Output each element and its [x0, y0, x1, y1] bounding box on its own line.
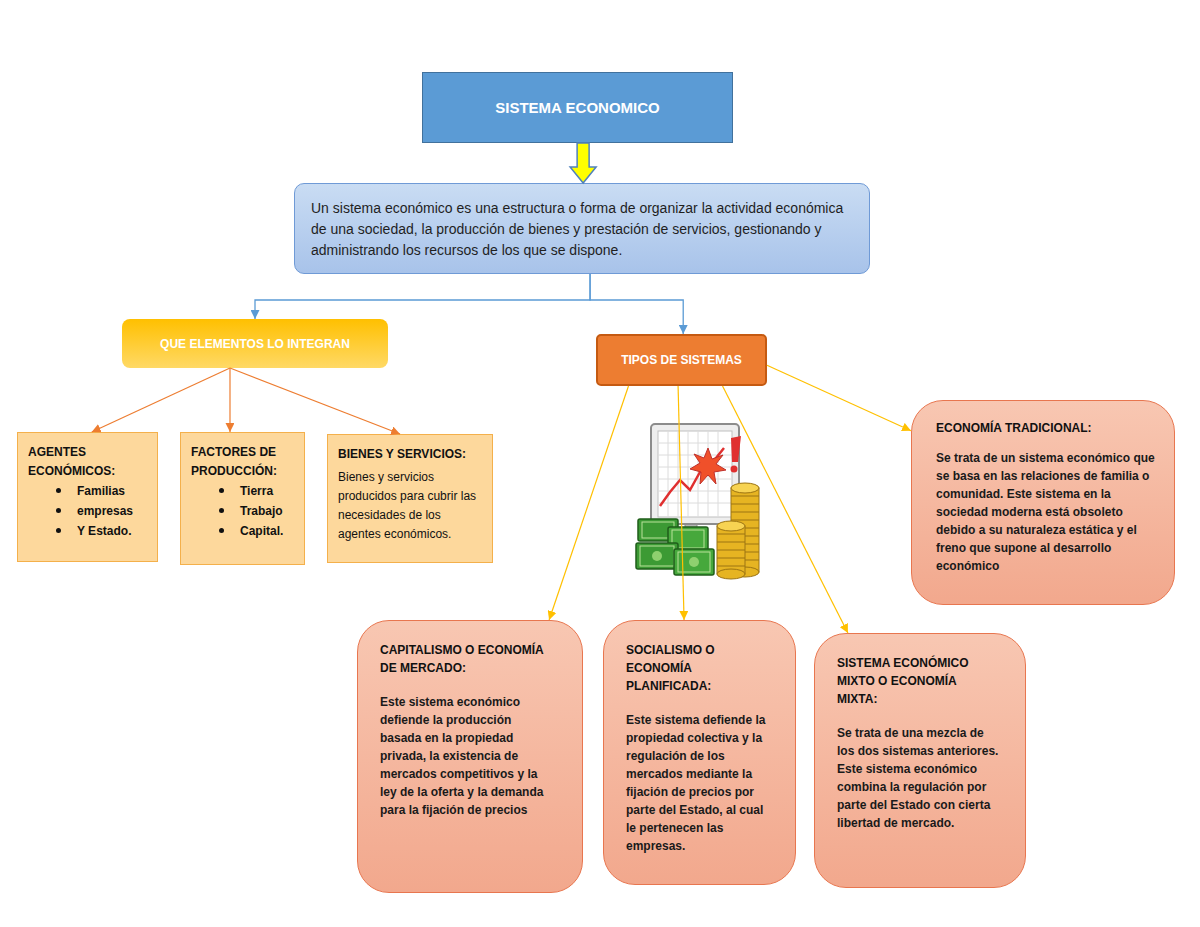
text-row: Capital.: [191, 522, 296, 541]
bill-border: [678, 552, 710, 572]
exclamation-dot: [731, 466, 738, 473]
bullet-item: empresas: [77, 504, 133, 518]
starburst: [690, 448, 726, 484]
text-row: Un sistema económico es una estructura o…: [311, 198, 855, 261]
bullet-dot: [56, 528, 61, 533]
connector-arrow: [549, 386, 628, 620]
bullet-item: Y Estado.: [77, 524, 131, 538]
text-row: SISTEMA ECONÓMICO MIXTO O ECONOMÍA MIXTA…: [837, 654, 999, 708]
bullet-item: Capital.: [240, 524, 283, 538]
node-body: Bienes y servicios producidos para cubri…: [338, 470, 476, 541]
system-box: ECONOMÍA TRADICIONAL: Se trata de un sist…: [911, 400, 1175, 605]
node-heading: ECONOMÍA TRADICIONAL:: [936, 421, 1092, 435]
system-box: CAPITALISMO O ECONOMÍA DE MERCADO: Este s…: [357, 620, 583, 893]
bill-seal: [652, 551, 662, 561]
node-body: Se trata de un sistema económico que se …: [936, 451, 1155, 573]
text-row: FACTORES DE PRODUCCIÓN:: [191, 443, 296, 481]
text-row: Se trata de un sistema económico que se …: [936, 449, 1156, 575]
bill-bundle: [636, 543, 678, 569]
node-heading: CAPITALISMO O ECONOMÍA DE MERCADO:: [380, 643, 543, 675]
node-heading: SISTEMA ECONOMICO: [495, 99, 659, 116]
connector-arrow: [767, 365, 911, 431]
chart-board: [651, 424, 739, 524]
bullet-dot: [219, 508, 224, 513]
bullet-dot: [56, 488, 61, 493]
bullet-dot: [56, 508, 61, 513]
bullet-item: Tierra: [240, 484, 273, 498]
definition-box: Un sistema económico es una estructura o…: [294, 183, 870, 274]
node-heading: TIPOS DE SISTEMAS: [621, 353, 742, 367]
text-row: Familias: [28, 482, 149, 501]
coin-edges: [717, 534, 745, 566]
text-row: empresas: [28, 502, 149, 521]
element-box: BIENES Y SERVICIOS: Bienes y servicios pr…: [327, 434, 493, 563]
connector-arrow: [590, 274, 683, 334]
text-row: Bienes y servicios producidos para cubri…: [338, 468, 484, 544]
category-box: QUE ELEMENTOS LO INTEGRAN: [122, 319, 388, 368]
node-body: Este sistema defiende la propiedad colec…: [626, 713, 765, 853]
connector-arrow: [230, 368, 400, 434]
connector-arrow: [678, 386, 684, 620]
bullet-item: Familias: [77, 484, 125, 498]
text-row: ECONOMÍA TRADICIONAL:: [936, 419, 1156, 437]
text-row: AGENTES ECONÓMICOS:: [28, 443, 149, 481]
exclamation-mark: [731, 436, 741, 462]
text-row: CAPITALISMO O ECONOMÍA DE MERCADO:: [380, 641, 556, 677]
text-row: SOCIALISMO O ECONOMÍA PLANIFICADA:: [626, 641, 769, 695]
bill-seal: [689, 557, 699, 567]
node-heading: FACTORES DE PRODUCCIÓN:: [191, 445, 277, 478]
node-heading: BIENES Y SERVICIOS:: [338, 447, 466, 461]
element-box: FACTORES DE PRODUCCIÓN: TierraTrabajoCapi…: [180, 432, 305, 565]
coin-bottom: [717, 569, 745, 579]
coin-top: [731, 483, 759, 493]
chart-paper: [658, 431, 732, 517]
block-arrow: [570, 143, 596, 183]
text-row: Se trata de una mezcla de los dos sistem…: [837, 724, 999, 832]
text-row: Trabajo: [191, 502, 296, 521]
text-row: Este sistema económico defiende la produ…: [380, 693, 556, 819]
bill-bundle: [674, 549, 714, 575]
node-body: Se trata de una mezcla de los dos sistem…: [837, 726, 998, 830]
money-illustration: [636, 424, 759, 579]
title-box: SISTEMA ECONOMICO: [422, 72, 733, 143]
category-box: TIPOS DE SISTEMAS: [596, 334, 767, 386]
bill-border: [640, 546, 674, 566]
bullet-item: Trabajo: [240, 504, 283, 518]
text-row: Y Estado.: [28, 522, 149, 541]
node-heading: SOCIALISMO O ECONOMÍA PLANIFICADA:: [626, 643, 715, 693]
node-body: Este sistema económico defiende la produ…: [380, 695, 543, 817]
bullet-dot: [219, 528, 224, 533]
node-heading: QUE ELEMENTOS LO INTEGRAN: [160, 337, 350, 351]
system-box: SOCIALISMO O ECONOMÍA PLANIFICADA: Este s…: [603, 620, 796, 885]
text-row: Tierra: [191, 482, 296, 501]
text-row: QUE ELEMENTOS LO INTEGRAN: [160, 337, 350, 351]
node-heading: Un sistema económico es una estructura o…: [311, 200, 843, 258]
bullet-dot: [219, 488, 224, 493]
node-heading: AGENTES ECONÓMICOS:: [28, 445, 115, 478]
coin-top: [717, 521, 745, 531]
text-row: TIPOS DE SISTEMAS: [621, 353, 742, 367]
text-row: BIENES Y SERVICIOS:: [338, 445, 484, 464]
system-box: SISTEMA ECONÓMICO MIXTO O ECONOMÍA MIXTA…: [814, 633, 1026, 888]
money-bills: [636, 519, 714, 575]
coin-stacks: [717, 483, 759, 579]
connector-arrow: [723, 386, 848, 633]
connector-arrow: [92, 368, 230, 432]
text-row: Este sistema defiende la propiedad colec…: [626, 711, 769, 855]
node-heading: SISTEMA ECONÓMICO MIXTO O ECONOMÍA MIXTA…: [837, 656, 969, 706]
connector-arrow: [229, 368, 230, 432]
connector-arrow: [255, 274, 590, 319]
element-box: AGENTES ECONÓMICOS: Familias empresas Y Est…: [17, 432, 158, 562]
chart-grid: [658, 431, 732, 517]
coin-stack: [717, 526, 745, 574]
text-row: SISTEMA ECONOMICO: [495, 99, 659, 116]
